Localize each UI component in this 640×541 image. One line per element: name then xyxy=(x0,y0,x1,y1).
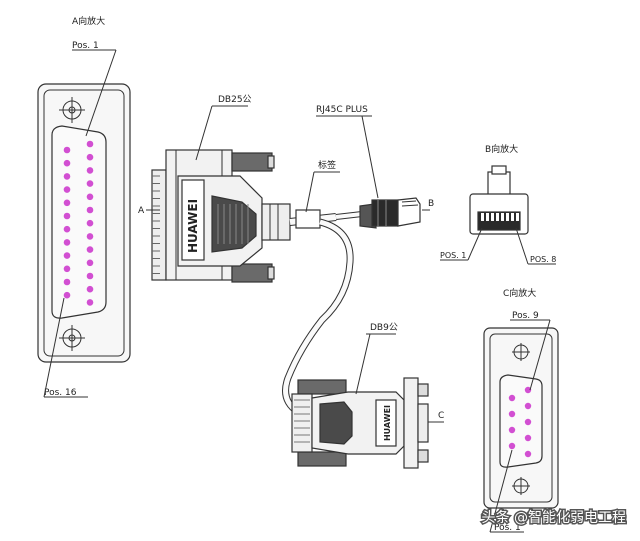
db9-pin xyxy=(524,418,532,426)
rj45-contact xyxy=(511,213,514,221)
db25-title: DB25公 xyxy=(218,94,252,105)
rj45-plug xyxy=(359,197,421,229)
a-pos16-label: Pos. 16 xyxy=(44,388,77,398)
rj45-title: RJ45C PLUS xyxy=(316,105,368,115)
db25-pin xyxy=(86,206,94,214)
db25-face-view xyxy=(37,83,131,363)
db25-connector-side: HUAWEI xyxy=(151,149,291,283)
cable xyxy=(282,209,363,415)
b-pos1-label: POS. 1 xyxy=(440,251,466,260)
b-marker: B xyxy=(428,199,434,209)
db25-pin xyxy=(86,233,94,240)
db9-pin xyxy=(508,426,516,434)
db25-pin xyxy=(86,259,94,267)
db25-pin xyxy=(63,159,71,167)
a-marker: A xyxy=(138,206,145,216)
db25-pin xyxy=(86,285,94,293)
b-zoom-title: B向放大 xyxy=(485,143,518,155)
db25-pin xyxy=(63,199,71,207)
a-zoom-title: A向放大 xyxy=(72,15,105,27)
db9-pin xyxy=(524,402,532,410)
db25-pin xyxy=(86,246,94,253)
watermark-text: 头条 @智能化弱电工程 xyxy=(482,509,626,526)
db25-pin xyxy=(63,252,71,259)
mount-screw-icon xyxy=(59,97,85,123)
rj45-contact xyxy=(486,213,489,221)
brand-label-large: HUAWEI xyxy=(186,199,200,253)
db9-title: DB9公 xyxy=(370,322,398,333)
db25-pin xyxy=(63,278,71,286)
db9-pin xyxy=(524,434,532,442)
db25-pin xyxy=(86,153,94,161)
mount-screw-icon xyxy=(512,343,530,361)
db25-pin xyxy=(63,225,71,233)
db9-d-shell xyxy=(499,374,543,468)
db25-pin xyxy=(86,167,94,174)
db9-face-view xyxy=(483,327,559,509)
db25-pin xyxy=(63,212,71,220)
db25-d-shell xyxy=(51,125,107,319)
c-pos1-label: Pos. 1 xyxy=(494,523,521,533)
db25-pin xyxy=(86,180,94,187)
rj45-contact xyxy=(496,213,499,221)
db25-pins xyxy=(63,140,94,306)
c-zoom-title: C向放大 xyxy=(503,287,536,299)
rj45-contact xyxy=(506,213,509,221)
db25-pin xyxy=(86,140,94,148)
c-pos9-label: Pos. 9 xyxy=(512,311,539,321)
brand-label-small: HUAWEI xyxy=(383,405,392,441)
a-pos1-label: Pos. 1 xyxy=(72,41,99,51)
db25-pin xyxy=(63,239,71,246)
db25-pin xyxy=(86,272,94,280)
mount-screw-icon xyxy=(59,325,85,351)
db25-pin xyxy=(63,291,71,299)
c-marker: C xyxy=(438,411,444,421)
db9-pin xyxy=(508,442,516,450)
rj45-contact xyxy=(491,213,494,221)
mount-screw-icon xyxy=(512,477,530,495)
db9-pin xyxy=(508,394,516,402)
b-pos8-label: POS. 8 xyxy=(530,255,556,264)
db9-pin xyxy=(524,450,532,458)
rj45-face-view xyxy=(469,165,529,235)
db25-pin xyxy=(86,193,94,201)
db9-pin xyxy=(524,386,532,394)
rj45-contact xyxy=(481,213,484,221)
db25-pin xyxy=(63,173,71,180)
db25-pin xyxy=(86,299,94,306)
cable-label-tag: 标签 xyxy=(318,159,336,171)
db25-pin xyxy=(86,219,94,227)
rj45-contact xyxy=(501,213,504,221)
rj45-contact xyxy=(516,213,519,221)
db25-pin xyxy=(63,265,71,273)
db25-pin xyxy=(63,146,71,154)
db9-connector-side: HUAWEI xyxy=(291,377,429,469)
db9-pin xyxy=(508,410,516,418)
db25-pin xyxy=(63,186,71,193)
